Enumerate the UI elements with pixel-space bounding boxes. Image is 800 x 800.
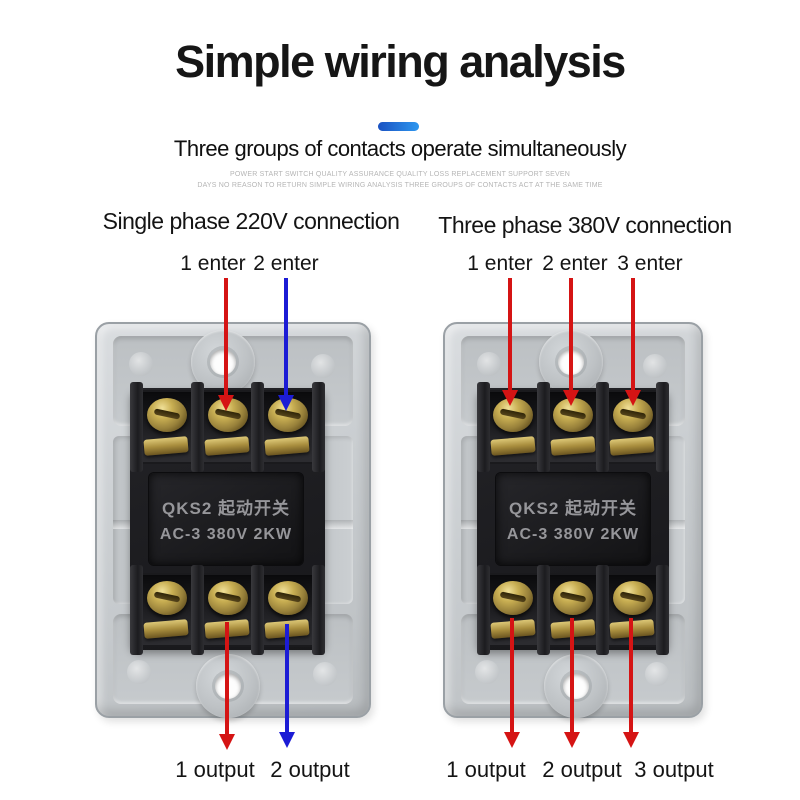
left-input-label-2: 2 enter	[253, 252, 319, 275]
left-input-label-1: 1 enter	[180, 252, 246, 275]
left-output-label-2: 2 output	[270, 757, 350, 782]
terminal-screw	[146, 398, 187, 432]
terminal-fin	[656, 565, 670, 655]
terminal-washer	[609, 436, 655, 456]
fine-print-line-1: POWER START SWITCH QUALITY ASSURANCE QUA…	[230, 171, 570, 178]
mold-dimple	[477, 352, 501, 376]
terminal	[609, 575, 657, 645]
mold-dimple	[127, 660, 151, 684]
mold-dimple	[129, 352, 153, 376]
heading-single-phase: Single phase 220V connection	[102, 208, 400, 234]
mounting-hole-bottom	[544, 654, 608, 718]
right-output-label-1: 1 output	[446, 757, 526, 782]
terminal-fin	[130, 565, 143, 655]
right-output-arrow-3	[629, 618, 633, 732]
device-label-line-2: AC-3 380V 2KW	[506, 526, 640, 543]
mold-dimple	[313, 662, 337, 686]
terminal-fin	[477, 382, 490, 472]
subtitle: Three groups of contacts operate simulta…	[173, 136, 627, 161]
left-output-label-1: 1 output	[175, 757, 255, 782]
terminal-fin	[130, 382, 143, 472]
terminal-fin	[190, 382, 204, 472]
terminal-screw	[553, 581, 593, 615]
terminal-washer	[143, 436, 189, 456]
right-output-arrow-1	[510, 618, 514, 732]
terminal-washer	[204, 436, 250, 456]
mounting-hole-top	[191, 330, 255, 394]
screw-hole	[563, 673, 589, 699]
left-output-arrow-1	[225, 622, 229, 734]
terminal-fin	[312, 382, 326, 472]
fine-print-line-2: DAYS NO REASON TO RETURN SIMPLE WIRING A…	[197, 182, 603, 189]
terminal	[143, 575, 191, 645]
terminal-screw	[493, 581, 534, 615]
mold-dimple	[645, 662, 669, 686]
terminal-block-bottom	[130, 565, 326, 655]
terminal-fin	[536, 565, 550, 655]
mold-dimple	[311, 354, 335, 378]
right-output-label-2: 2 output	[542, 757, 622, 782]
terminal	[490, 575, 537, 645]
right-input-label-3: 3 enter	[617, 252, 683, 275]
accent-underline	[378, 122, 419, 131]
terminal-fin	[477, 565, 490, 655]
terminal-block-top	[130, 382, 326, 472]
terminal-fin	[312, 565, 326, 655]
left-output-arrow-2	[285, 624, 289, 732]
terminal-washer	[490, 436, 536, 456]
device-label: QKS2 起动开关 AC-3 380V 2KW	[496, 473, 650, 565]
terminal	[143, 392, 191, 462]
device-label-line-1: QKS2 起动开关	[508, 499, 638, 518]
heading-three-phase: Three phase 380V connection	[438, 212, 732, 238]
right-input-label-1: 1 enter	[467, 252, 533, 275]
terminal-fin	[596, 382, 610, 472]
switch-module: QKS2 起动开关 AC-3 380V 2KW	[477, 382, 670, 655]
screw-hole	[210, 349, 236, 375]
right-input-arrow-1	[508, 278, 512, 390]
terminal-block-bottom	[477, 565, 670, 655]
terminal-screw	[268, 581, 309, 615]
terminal-screw	[612, 581, 653, 615]
terminal-fin	[656, 382, 670, 472]
terminal-fin	[596, 565, 610, 655]
right-input-label-2: 2 enter	[542, 252, 608, 275]
right-input-arrow-3	[631, 278, 635, 390]
terminal-fin	[536, 382, 550, 472]
right-output-label-3: 3 output	[634, 757, 714, 782]
terminal-fin	[251, 565, 265, 655]
terminal-fin	[251, 382, 265, 472]
mold-dimple	[643, 354, 667, 378]
device-label-line-1: QKS2 起动开关	[161, 499, 291, 518]
terminal-screw	[146, 581, 187, 615]
device-label: QKS2 起动开关 AC-3 380V 2KW	[149, 473, 303, 565]
device-label-line-2: AC-3 380V 2KW	[159, 526, 293, 543]
terminal-screw	[207, 581, 248, 615]
terminal-washer	[550, 436, 596, 456]
left-input-arrow-2	[284, 278, 288, 395]
terminal-washer	[143, 619, 189, 639]
switch-module: QKS2 起动开关 AC-3 380V 2KW	[130, 382, 326, 655]
right-input-arrow-2	[569, 278, 573, 390]
terminal	[549, 575, 597, 645]
terminal-washer	[264, 436, 310, 456]
mold-dimple	[475, 660, 499, 684]
page-title: Simple wiring analysis	[175, 36, 626, 87]
terminal-fin	[190, 565, 204, 655]
switch-device-left: QKS2 起动开关 AC-3 380V 2KW	[95, 322, 371, 718]
right-output-arrow-2	[570, 618, 574, 732]
left-input-arrow-1	[224, 278, 228, 395]
